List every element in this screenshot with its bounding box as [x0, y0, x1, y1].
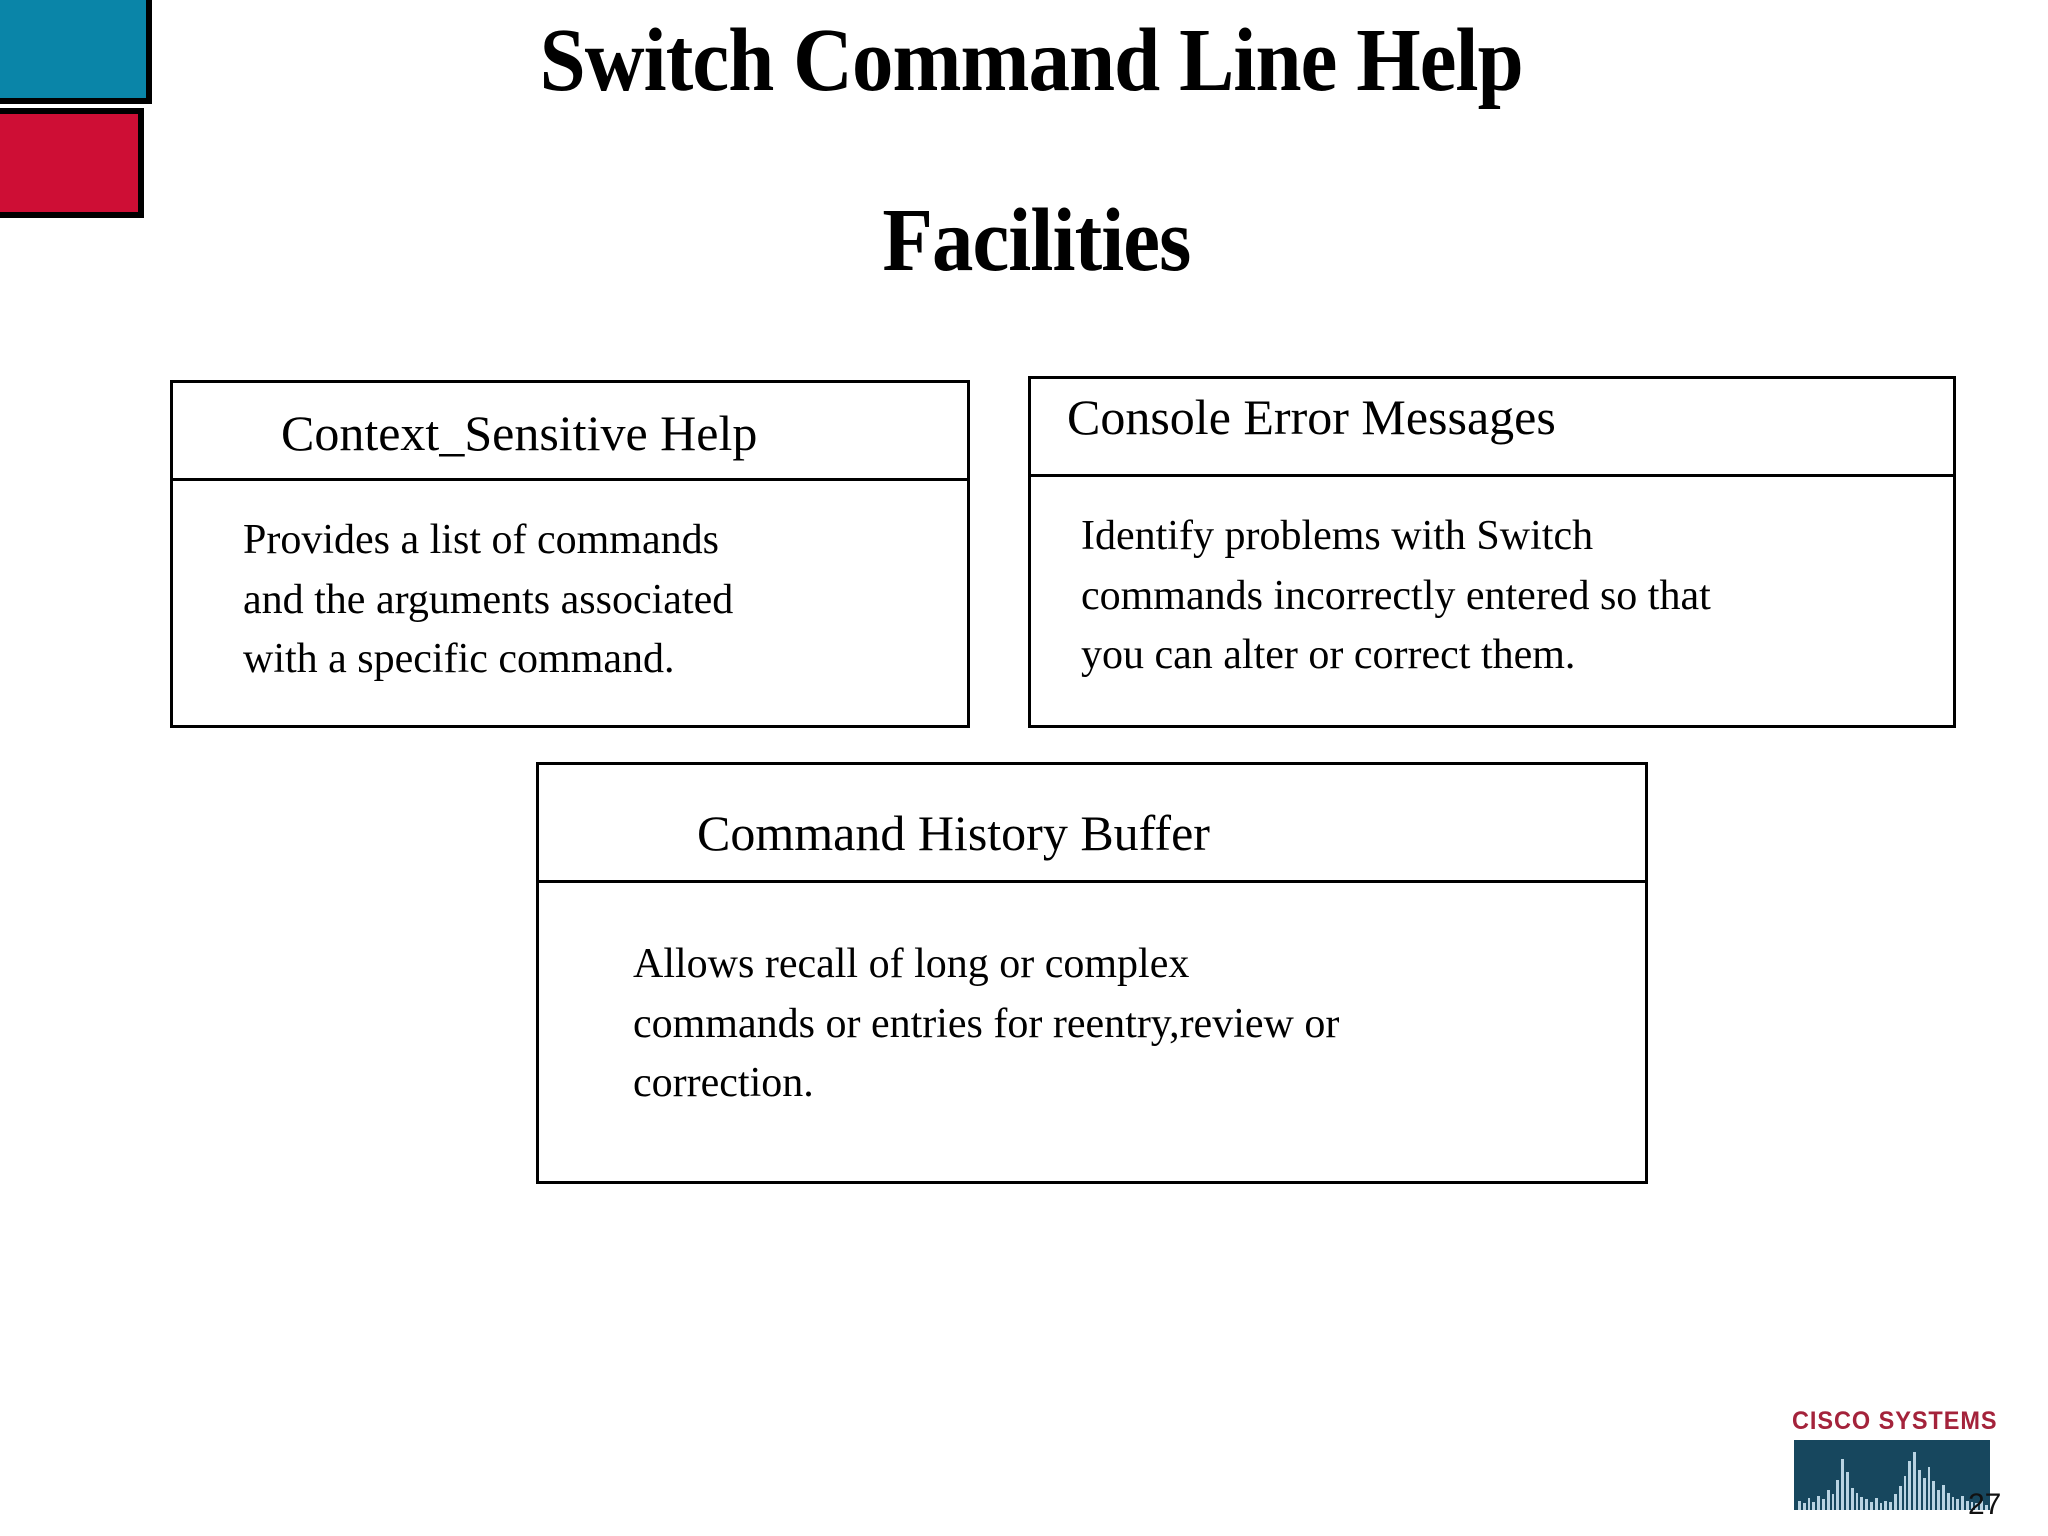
cisco-bridge-bars — [1798, 1452, 1988, 1510]
cisco-bridge-bar — [1970, 1502, 1974, 1510]
cisco-bridge-bar — [1893, 1494, 1897, 1510]
cisco-bridge-bar — [1869, 1502, 1873, 1510]
cisco-bridge-bar — [1889, 1502, 1892, 1510]
cisco-bridge-bar — [1879, 1503, 1883, 1510]
cisco-bridge-bar — [1812, 1502, 1816, 1510]
cisco-bridge-bar — [1932, 1481, 1936, 1510]
body-line: and the arguments associated — [243, 576, 734, 623]
body-line: you can alter or correct them. — [1081, 632, 1576, 679]
cisco-bridge-bar — [1826, 1490, 1830, 1510]
cisco-bridge-bar — [1922, 1478, 1926, 1510]
cisco-bridge-bar — [1985, 1504, 1988, 1510]
cisco-bridge-bar — [1908, 1461, 1912, 1510]
cisco-bridge-bar — [1961, 1495, 1964, 1510]
cisco-bridge-bar — [1917, 1470, 1921, 1510]
body-line: correction. — [633, 1060, 814, 1107]
concept-box-header: Context_Sensitive Help — [173, 383, 967, 481]
concept-box-context-sensitive-help: Context_Sensitive Help Provides a list o… — [170, 380, 970, 728]
cisco-bridge-bar — [1946, 1492, 1950, 1510]
slide-title-line-2: Facilities — [882, 191, 1191, 290]
body-line: Allows recall of long or complex — [633, 941, 1190, 987]
concept-box-command-history-buffer: Command History Buffer Allows recall of … — [536, 762, 1648, 1184]
concept-box-header: Console Error Messages — [1031, 379, 1953, 477]
cisco-wordmark-text: CISCO SYSTEMS — [1792, 1407, 1998, 1435]
body-line: commands or entries for reentry,review o… — [633, 1000, 1340, 1047]
corner-logo-blocks — [0, 0, 152, 222]
cisco-bridge-bar — [1807, 1498, 1811, 1510]
cisco-bridge-bar — [1850, 1487, 1854, 1510]
cisco-bridge-bar — [1937, 1490, 1940, 1510]
cisco-systems-logo: CISCO SYSTEMS — [1792, 1404, 2004, 1510]
cisco-bridge-bar — [1874, 1498, 1878, 1510]
cisco-bridge-bar — [1956, 1499, 1960, 1510]
concept-box-console-error-messages: Console Error Messages Identify problems… — [1028, 376, 1956, 728]
concept-box-body: Allows recall of long or complex command… — [539, 883, 1645, 1114]
cisco-bridge-bar — [1831, 1494, 1835, 1510]
cisco-bridge-icon — [1794, 1440, 1990, 1510]
body-line: commands incorrectly entered so that — [1081, 572, 1711, 619]
slide-number: 27 — [1968, 1488, 2002, 1521]
cisco-bridge-bar — [1951, 1496, 1955, 1510]
concept-box-body: Provides a list of commands and the argu… — [173, 481, 967, 690]
cisco-bridge-bar — [1841, 1458, 1844, 1510]
cisco-bridge-bar — [1884, 1500, 1888, 1510]
cisco-bridge-bar — [1898, 1486, 1902, 1510]
slide-title-line-1: Switch Command Line Help — [539, 11, 1524, 110]
body-line: with a specific command. — [243, 636, 675, 683]
cisco-bridge-bar — [1802, 1503, 1806, 1510]
cisco-bridge-bar — [1975, 1503, 1979, 1510]
body-line: Identify problems with Switch — [1081, 513, 1594, 559]
cisco-bridge-bar — [1865, 1499, 1868, 1510]
cisco-bridge-bar — [1913, 1452, 1916, 1510]
concept-box-header: Command History Buffer — [539, 765, 1645, 883]
concept-box-body: Identify problems with Switch commands i… — [1031, 477, 1953, 686]
corner-logo-red-block — [0, 108, 144, 218]
cisco-bridge-bar — [1980, 1500, 1984, 1510]
cisco-bridge-bar — [1903, 1475, 1907, 1510]
cisco-bridge-bar — [1845, 1471, 1849, 1510]
cisco-bridge-bar — [1821, 1499, 1825, 1510]
cisco-bridge-bar — [1836, 1479, 1840, 1510]
cisco-bridge-bar — [1965, 1500, 1969, 1510]
body-line: Provides a list of commands — [243, 517, 719, 563]
cisco-bridge-bar — [1817, 1495, 1820, 1510]
cisco-bridge-bar — [1941, 1484, 1945, 1510]
cisco-bridge-bar — [1798, 1500, 1801, 1510]
corner-logo-teal-block — [0, 0, 152, 104]
cisco-bridge-bar — [1860, 1496, 1864, 1510]
cisco-bridge-bar — [1855, 1492, 1859, 1510]
cisco-bridge-bar — [1927, 1466, 1931, 1510]
